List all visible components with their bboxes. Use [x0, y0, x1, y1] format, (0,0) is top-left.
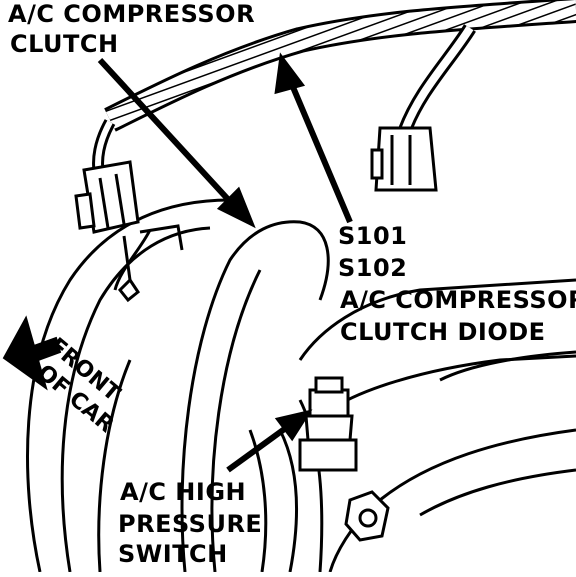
diode-branch: [398, 24, 476, 133]
clutch-connector: [74, 160, 141, 303]
high-pressure-switch-label: A/C HIGH: [120, 478, 247, 506]
s102-label: S102: [338, 254, 408, 282]
front-of-car-arrow: [2, 315, 62, 391]
high-pressure-switch-label-line2: PRESSURE: [118, 510, 263, 538]
diode-connector: [370, 126, 438, 192]
compressor-body: [26, 198, 330, 573]
pressure-switch-fitting: [298, 376, 358, 472]
high-pressure-switch-label-line3: SWITCH: [118, 540, 228, 568]
clutch-diode-label-line2: CLUTCH DIODE: [340, 318, 546, 346]
bolt: [344, 490, 390, 542]
compressor-clutch-label: A/C COMPRESSOR: [8, 0, 256, 28]
wire-harness: [92, 0, 576, 180]
compressor-clutch-label-line2: CLUTCH: [10, 30, 119, 58]
leader-arrows: [97, 52, 353, 473]
s101-label: S101: [338, 222, 408, 250]
clutch-diode-label: A/C COMPRESSOR: [340, 286, 576, 314]
